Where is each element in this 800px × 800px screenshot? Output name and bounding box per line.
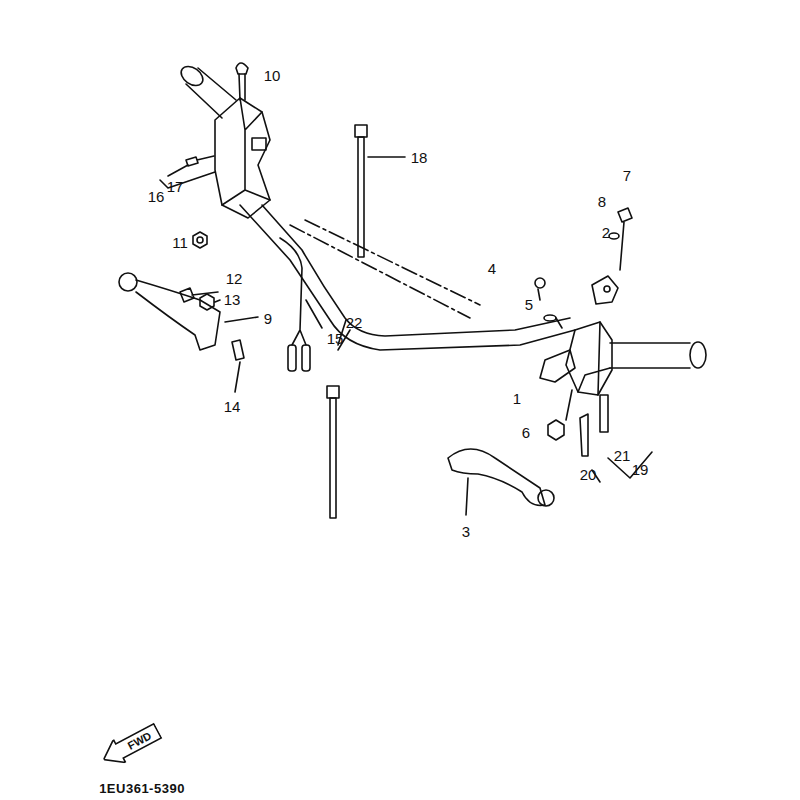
callout-number: 16 (148, 189, 165, 204)
callout-number: 18 (411, 150, 428, 165)
callout-number: 22 (346, 315, 363, 330)
callout-number: 11 (172, 235, 188, 250)
callout-number: 2 (602, 225, 610, 240)
callout-number: 10 (264, 68, 281, 83)
callout-number: 20 (580, 467, 597, 482)
callout-number: 17 (167, 179, 184, 194)
callout-number: 5 (525, 297, 533, 312)
forward-arrow: FWD (98, 719, 165, 771)
callout-number: 21 (614, 448, 631, 463)
callout-number: 15 (327, 331, 344, 346)
callout-number: 6 (522, 425, 530, 440)
callout-number: 1 (513, 391, 521, 406)
arrow-shape (98, 719, 164, 771)
drawing-code: 1EU361-5390 (99, 782, 185, 795)
callout-number: 19 (632, 462, 649, 477)
callout-number: 9 (264, 311, 272, 326)
callout-number: 12 (226, 271, 243, 286)
callout-number: 14 (224, 399, 241, 414)
callout-number: 3 (462, 524, 470, 539)
callout-number: 8 (598, 194, 606, 209)
callout-number: 4 (488, 261, 496, 276)
callout-number: 13 (224, 292, 241, 307)
callout-number: 7 (623, 168, 631, 183)
